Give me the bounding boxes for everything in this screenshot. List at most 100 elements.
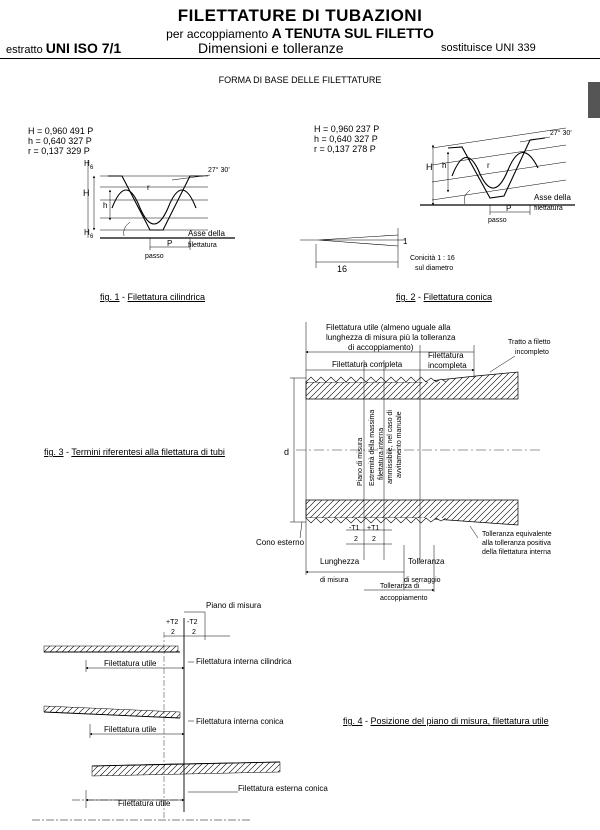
extract-prefix: estratto	[6, 44, 43, 56]
document-header: FILETTATURE DI TUBAZIONI per accoppiamen…	[0, 0, 600, 59]
fig1-label-pitch: passo	[145, 253, 164, 260]
fig1-formula-H: H = 0,960 491 P	[28, 126, 94, 136]
fig3-useful-2: lunghezza di misura più la tolleranza	[326, 333, 456, 342]
fig2-label-one: 1	[403, 237, 408, 246]
fig3-extreme-3: ammissibile, nel caso di	[387, 410, 394, 484]
fig2-axis-1: Asse della	[534, 193, 571, 202]
fig4-t2-plus: +T2	[166, 619, 178, 626]
fig3-useful-1: Filettatura utile (almeno uguale alla	[326, 323, 451, 332]
fig1-formula-h: h = 0,640 327 P	[28, 136, 92, 146]
fig3-tratto-1: Tratto a filetto	[508, 339, 551, 346]
fig1-label-h: h	[103, 201, 107, 210]
fig3-t1-plus-den: 2	[372, 536, 376, 543]
fig4-caption-text: Posizione del piano di misura, filettatu…	[370, 716, 549, 726]
fig3-caption-text: Termini riferentesi alla filettatura di …	[71, 447, 225, 457]
fig4-int-con: Filettatura interna conica	[196, 717, 284, 726]
fig3-t1-minus: -T1	[349, 525, 360, 532]
fig2-label-H: H	[426, 162, 433, 172]
fig4-caption-num: fig. 4	[343, 716, 363, 726]
fig2-caption-text: Filettatura conica	[423, 292, 493, 302]
fig3-len-2: di misura	[320, 577, 349, 584]
fig4-ext-con: Filettatura esterna conica	[238, 784, 328, 793]
fig2-formulas: H = 0,960 237 P h = 0,640 327 P r = 0,13…	[314, 124, 379, 154]
fig1-label-H: H	[83, 188, 90, 198]
fig2-drawing	[300, 127, 575, 268]
fig1-label-r: r	[147, 183, 150, 192]
fig1-formula-r: r = 0,137 329 P	[28, 146, 90, 156]
fig2-angle: 27° 30'	[550, 129, 572, 137]
fig3-t1-minus-den: 2	[354, 536, 358, 543]
fig3-useful-3: di accoppiamento)	[348, 343, 414, 352]
fig3-equiv-1: Tolleranza equivalente	[482, 531, 552, 538]
fig2-labels: H h r 27° 30' P passo Asse della filetta…	[337, 129, 572, 274]
subtitle-prefix: per accoppiamento	[166, 27, 269, 41]
fig4-t2-minus-den: 2	[192, 629, 196, 636]
fig4-labels: Piano di misura +T2 2 -T2 2 Filettatura …	[104, 601, 328, 808]
fig3-fit-2: accoppiamento	[380, 595, 428, 602]
fig2-conicity-1: Conicità 1 : 16	[410, 255, 455, 262]
fig1-caption-text: Filettatura cilindrica	[127, 292, 206, 302]
fig4-caption: fig. 4 - Posizione del piano di misura, …	[343, 716, 549, 726]
document-subtitle: per accoppiamento A TENUTA SUL FILETTO	[0, 25, 600, 41]
fig3-d: d	[284, 447, 289, 457]
fig1-angle: 27° 30'	[208, 166, 230, 174]
fig3-drawing	[290, 322, 540, 592]
fig1-labels: H 6 H h r H 6 27° 30' P passo Asse della…	[83, 159, 230, 260]
fig3-caption-num: fig. 3	[44, 447, 64, 457]
fig3-extreme-2: filettatura interna	[378, 428, 385, 480]
fig2-label-h: h	[442, 161, 446, 170]
fig3-equiv-2: alla tolleranza positiva	[482, 540, 551, 547]
page-tab-marker	[588, 82, 600, 118]
fig3-complete: Filettatura completa	[332, 360, 403, 369]
fig2-formula-r: r = 0,137 278 P	[314, 144, 376, 154]
section-name: Dimensioni e tolleranze	[198, 40, 344, 56]
subtitle-bold: A TENUTA SUL FILETTO	[271, 25, 434, 41]
fig3-labels: Filettatura utile (almeno uguale alla lu…	[256, 323, 552, 602]
document-title: FILETTATURE DI TUBAZIONI	[177, 6, 423, 25]
fig2-label-sixteen: 16	[337, 264, 347, 274]
fig1-label-P: P	[167, 239, 172, 248]
replaces-label: sostituisce	[441, 42, 493, 54]
fig2-label-r: r	[487, 161, 490, 170]
replaces-code: UNI 339	[495, 42, 536, 54]
fig1-axis-1: Asse della	[188, 229, 225, 238]
fig3-tight-2: di serraggio	[404, 577, 441, 584]
fig4-drawing	[32, 611, 281, 821]
fig2-caption-num: fig. 2	[396, 292, 416, 302]
fig3-tratto-2: incompleto	[515, 349, 549, 356]
fig3-equiv-3: della filettatura interna	[482, 549, 551, 556]
fig2-formula-H: H = 0,960 237 P	[314, 124, 380, 134]
fig3-extreme-4: avvitamento manuale	[396, 411, 403, 478]
fig4-plane: Piano di misura	[206, 601, 262, 610]
fig1-drawing	[87, 160, 235, 250]
fig2-conicity-2: sul diametro	[415, 265, 453, 272]
fig3-cone: Cono esterno	[256, 538, 305, 547]
header-rule	[0, 58, 600, 59]
fig1-label-six-bot: 6	[90, 234, 94, 240]
standard-code: UNI ISO 7/1	[45, 40, 122, 56]
fig2-formula-h: h = 0,640 327 P	[314, 134, 378, 144]
fig4-useful-1: Filettatura utile	[104, 659, 157, 668]
replaces-ref: sostituisce UNI 339	[441, 42, 536, 54]
fig1-label-H6-top: H	[84, 159, 90, 168]
fig3-tight-1: Tolleranza	[408, 557, 445, 566]
fig1-label-H6-bot: H	[84, 228, 90, 237]
fig4-useful-3: Filettatura utile	[118, 799, 171, 808]
fig3-incomplete-2: incompleta	[428, 361, 467, 370]
fig4-int-cyl: Filettatura interna cilindrica	[196, 657, 292, 666]
fig2-label-pitch: passo	[488, 217, 507, 224]
fig3-fit-1: Tolleranza di	[380, 583, 420, 590]
fig4-useful-2: Filettatura utile	[104, 725, 157, 734]
fig3-caption: fig. 3 - Termini riferentesi alla filett…	[44, 447, 225, 457]
fig2-axis-2: filettatura	[534, 205, 563, 212]
fig3-plane: Piano di misura	[357, 438, 364, 486]
fig2-caption: fig. 2 - Filettatura conica	[396, 292, 493, 302]
fig4-t2-plus-den: 2	[171, 629, 175, 636]
fig1-caption: fig. 1 - Filettatura cilindrica	[100, 292, 206, 302]
fig3-len-1: Lunghezza	[320, 557, 360, 566]
section-title: FORMA DI BASE DELLE FILETTATURE	[218, 75, 382, 85]
fig4-t2-minus: -T2	[187, 619, 198, 626]
fig1-formulas: H = 0,960 491 P h = 0,640 327 P r = 0,13…	[28, 126, 93, 156]
fig1-caption-num: fig. 1	[100, 292, 120, 302]
